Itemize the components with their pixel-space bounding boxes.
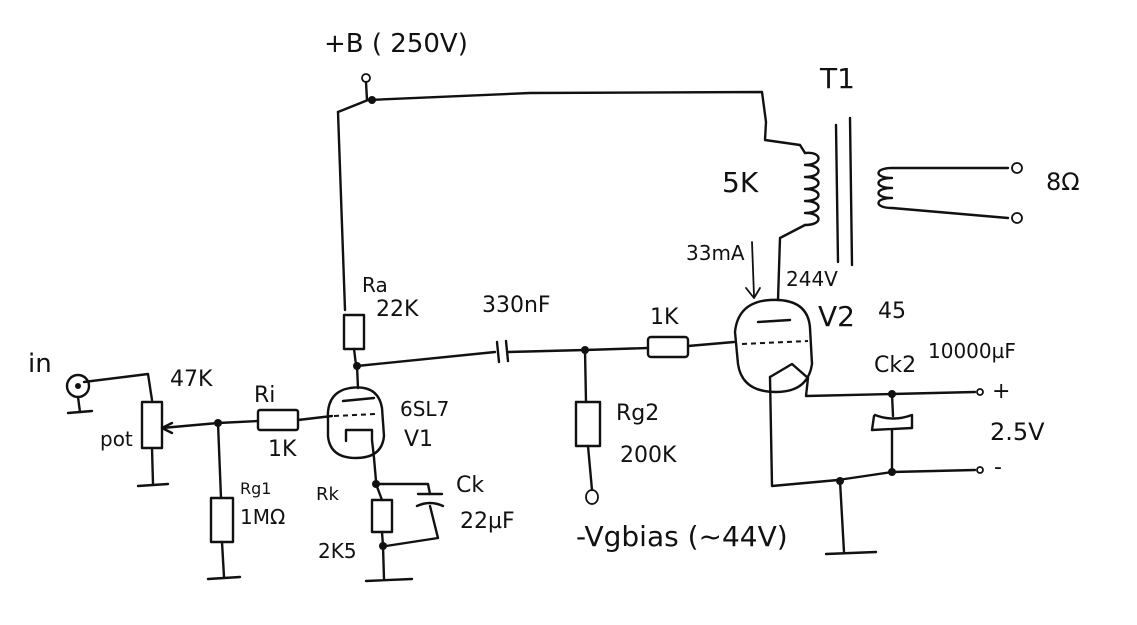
ck-value-label: 22µF xyxy=(460,509,515,534)
v1-name-label: V1 xyxy=(404,427,433,452)
wire-ri-to-v1-grid xyxy=(296,414,334,422)
rg1-value-label: 1MΩ xyxy=(240,505,285,529)
rk-value-label: 2K5 xyxy=(318,539,357,563)
resistor-ri xyxy=(256,408,300,432)
capacitor-ck xyxy=(384,492,445,548)
wire-to-v2-grid xyxy=(686,340,736,348)
transformer-name: T1 xyxy=(819,62,855,95)
v2-current-label: 33mA xyxy=(686,241,745,265)
v2-name-label: V2 xyxy=(818,300,855,333)
filament-minus-label: - xyxy=(994,455,1002,480)
v1-type-label: 6SL7 xyxy=(400,397,449,421)
tube-v2 xyxy=(733,298,814,394)
wire-rg2-to-bias xyxy=(586,444,594,492)
ck2-name-label: Ck2 xyxy=(874,353,916,378)
v2-voltage-label: 244V xyxy=(786,267,838,291)
resistor-rg2 xyxy=(574,400,602,448)
current-arrow xyxy=(751,241,755,297)
filament-voltage-label: 2.5V xyxy=(990,418,1045,446)
b-plus-label: +B ( 250V) xyxy=(324,29,468,59)
b-plus-rail xyxy=(336,90,807,155)
coupling-cap-label: 330nF xyxy=(482,293,551,318)
capacitor-ck2 xyxy=(870,392,914,472)
transformer-primary-winding xyxy=(776,151,820,302)
grid-stopper-label: 1K xyxy=(650,305,679,330)
filament-plus-label: + xyxy=(992,379,1010,404)
resistor-grid-stopper xyxy=(646,335,690,359)
bias-label: -Vgbias (~44V) xyxy=(576,520,788,553)
wire-filament-right xyxy=(804,376,894,398)
input-label: in xyxy=(28,349,52,379)
cathode-ground xyxy=(364,544,414,583)
transformer-secondary-winding xyxy=(877,162,1023,224)
b-plus-drop-to-ra xyxy=(336,110,347,312)
bias-terminal xyxy=(585,489,599,505)
wire-plate-to-coupling-cap xyxy=(355,350,497,368)
rg1-ground xyxy=(206,540,242,581)
filament-minus-terminal xyxy=(976,466,984,474)
wire-to-rg2 xyxy=(583,348,588,404)
pot-value-label: 47K xyxy=(170,367,213,392)
rg1-name-label: Rg1 xyxy=(240,479,271,498)
ck2-value-label: 10000µF xyxy=(928,339,1016,363)
pot-ground xyxy=(136,446,170,488)
v2-type-label: 45 xyxy=(878,299,906,324)
resistor-ra xyxy=(342,313,366,351)
transformer-primary-label: 5K xyxy=(722,166,759,199)
wire-jack-to-pot xyxy=(82,372,154,402)
speaker-impedance-label: 8Ω xyxy=(1046,168,1080,196)
wire-cap-to-grid-stopper xyxy=(506,346,650,354)
ri-name-label: Ri xyxy=(254,383,275,408)
filament-plus-terminal xyxy=(976,388,984,396)
input-jack xyxy=(65,373,94,415)
pot-wiper-arrow xyxy=(160,421,174,435)
wire-pot-wiper xyxy=(160,419,260,430)
resistor-rg1 xyxy=(209,496,235,544)
coupling-capacitor xyxy=(495,339,510,364)
filament-ground xyxy=(824,479,878,556)
tube-v1 xyxy=(326,364,386,460)
rg2-name-label: Rg2 xyxy=(616,401,659,426)
rk-name-label: Rk xyxy=(316,484,340,505)
potentiometer xyxy=(140,400,164,450)
current-arrow-head xyxy=(745,287,761,299)
ra-value-label: 22K xyxy=(376,297,419,322)
wire-to-rk xyxy=(374,482,384,502)
wire-v1-cathode xyxy=(372,456,378,483)
wire-cathode-to-ck xyxy=(374,482,432,496)
resistor-rk xyxy=(370,498,394,534)
wire-filament-left xyxy=(768,375,840,488)
ri-value-label: 1K xyxy=(268,437,297,462)
ck-name-label: Ck xyxy=(456,473,484,498)
wire-to-rg1 xyxy=(216,421,223,500)
wire-filament-minus xyxy=(836,468,977,482)
wire-filament-plus xyxy=(890,390,977,396)
ra-name-label: Ra xyxy=(362,273,388,297)
pot-label: pot xyxy=(100,427,133,451)
transformer-core xyxy=(834,116,854,267)
rg2-value-label: 200K xyxy=(620,443,677,468)
